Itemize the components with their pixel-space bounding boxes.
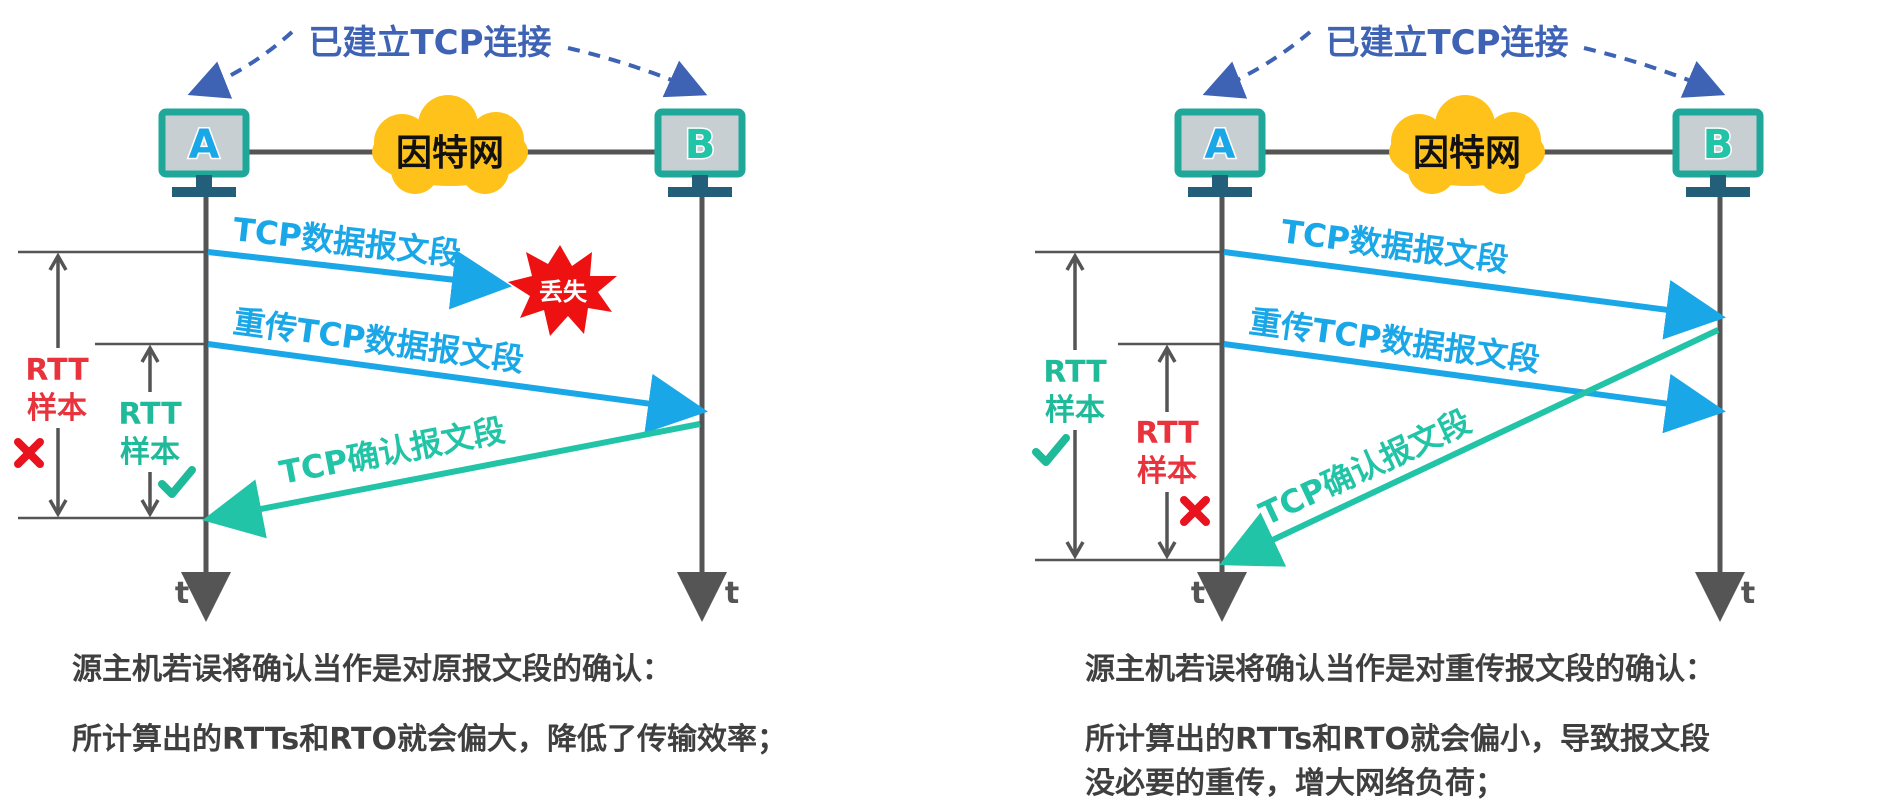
left-ack-label: TCP确认报文段 <box>276 411 508 492</box>
right-rtt-inner-arrow-bottom <box>1157 541 1177 560</box>
left-connection-dashed-arc <box>187 30 294 99</box>
left-rtt-inner-line2: 样本 <box>120 435 180 470</box>
left-lost-label: 丢失 <box>539 278 588 306</box>
left-cross-icon <box>14 438 44 468</box>
right-rtt-outer-line2: 样本 <box>1045 393 1105 428</box>
right-rtt-inner-arrow-top <box>1157 344 1177 363</box>
left-check-icon <box>158 466 196 498</box>
left-time-label-b: t <box>725 576 739 611</box>
left-data-arrow <box>207 249 512 310</box>
right-host-b-monitor-icon <box>1672 108 1764 197</box>
left-rtt-inner-arrow-top <box>140 344 160 363</box>
left-rtt-outer-line2: 样本 <box>27 391 87 426</box>
right-rtt-inner-bg <box>1128 412 1206 492</box>
left-rtt-outer-bg <box>20 348 96 428</box>
right-retransmit-arrow <box>1223 341 1726 434</box>
left-cloud-icon <box>372 95 528 194</box>
right-time-label-a: t <box>1191 576 1205 611</box>
right-host-a-label: A <box>1205 122 1236 168</box>
left-rtt-inner-arrow-bottom <box>140 499 160 518</box>
left-time-label-a: t <box>175 576 189 611</box>
right-cloud-icon <box>1389 95 1545 194</box>
right-ack-arrow <box>1219 327 1720 567</box>
left-rtt-inner-bg <box>112 392 190 472</box>
left-ack-arrow <box>202 421 701 539</box>
right-cross-icon <box>1180 496 1210 526</box>
left-lost-burst-icon <box>508 245 617 336</box>
right-rtt-outer-bg <box>1036 350 1114 430</box>
left-host-b-label: B <box>685 122 716 168</box>
right-host-a-monitor-icon <box>1174 108 1266 197</box>
right-time-label-b: t <box>1741 576 1755 611</box>
right-data-label: TCP数据报文段 <box>1279 212 1511 279</box>
right-rtt-inner-line1: RTT <box>1135 416 1199 451</box>
right-connection-dashed-arc-b <box>1583 46 1726 98</box>
left-connection-dashed-arc-b <box>567 46 708 98</box>
right-connection-dashed-arc <box>1202 30 1312 99</box>
right-rtt-outer-arrow-bottom <box>1065 541 1085 560</box>
right-ack-label: TCP确认报文段 <box>1253 402 1476 533</box>
left-rtt-outer-arrow-bottom <box>48 499 68 518</box>
left-caption-line-1: 源主机若误将确认当作是对原报文段的确认： <box>72 652 672 687</box>
left-host-a-monitor-icon <box>158 108 250 197</box>
right-caption-line-2: 所计算出的RTTs和RTO就会偏小，导致报文段 <box>1085 722 1710 757</box>
left-rtt-inner-line1: RTT <box>118 397 182 432</box>
left-rtt-outer-line1: RTT <box>25 353 89 388</box>
right-caption-line-1: 源主机若误将确认当作是对重传报文段的确认： <box>1085 652 1715 687</box>
left-retransmit-arrow <box>207 341 708 434</box>
right-rtt-outer-line1: RTT <box>1043 355 1107 390</box>
right-host-b-label: B <box>1703 122 1734 168</box>
left-host-b-monitor-icon <box>654 108 746 197</box>
left-data-label: TCP数据报文段 <box>231 210 463 273</box>
left-caption-line-2: 所计算出的RTTs和RTO就会偏大，降低了传输效率； <box>72 722 787 757</box>
right-caption-line-3: 没必要的重传，增大网络负荷； <box>1085 766 1505 801</box>
right-panel: 已建立TCP连接 因特网 A B t t <box>1032 20 1764 622</box>
right-connection-label: 已建立TCP连接 <box>1325 23 1568 63</box>
right-check-icon <box>1032 434 1070 466</box>
left-host-a-label: A <box>189 122 220 168</box>
right-network-label: 因特网 <box>1413 133 1521 174</box>
right-rtt-outer-arrow-top <box>1065 252 1085 271</box>
left-network-label: 因特网 <box>396 133 504 174</box>
left-rtt-outer-arrow-top <box>48 252 68 271</box>
left-panel: 已建立TCP连接 因特网 A B t t <box>14 20 746 622</box>
right-rtt-inner-line2: 样本 <box>1137 454 1197 489</box>
left-connection-label: 已建立TCP连接 <box>308 23 551 63</box>
right-data-arrow <box>1223 249 1726 340</box>
